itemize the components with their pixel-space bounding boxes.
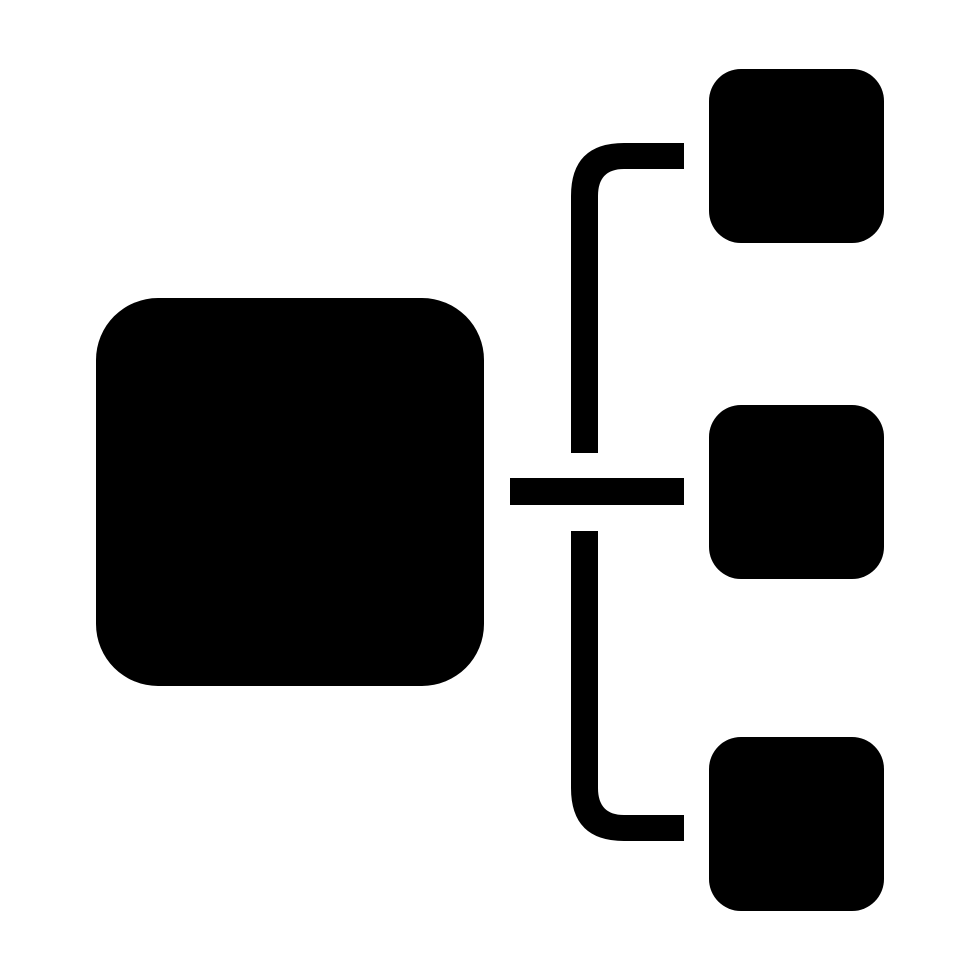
connector-trunk-lower bbox=[571, 531, 684, 841]
root-node bbox=[96, 298, 484, 686]
connector-trunk-upper bbox=[571, 143, 684, 453]
child-node-bottom bbox=[709, 737, 884, 911]
child-node-middle bbox=[709, 405, 884, 579]
child-node-top bbox=[709, 69, 884, 243]
connector-root-to-trunk bbox=[510, 478, 684, 505]
